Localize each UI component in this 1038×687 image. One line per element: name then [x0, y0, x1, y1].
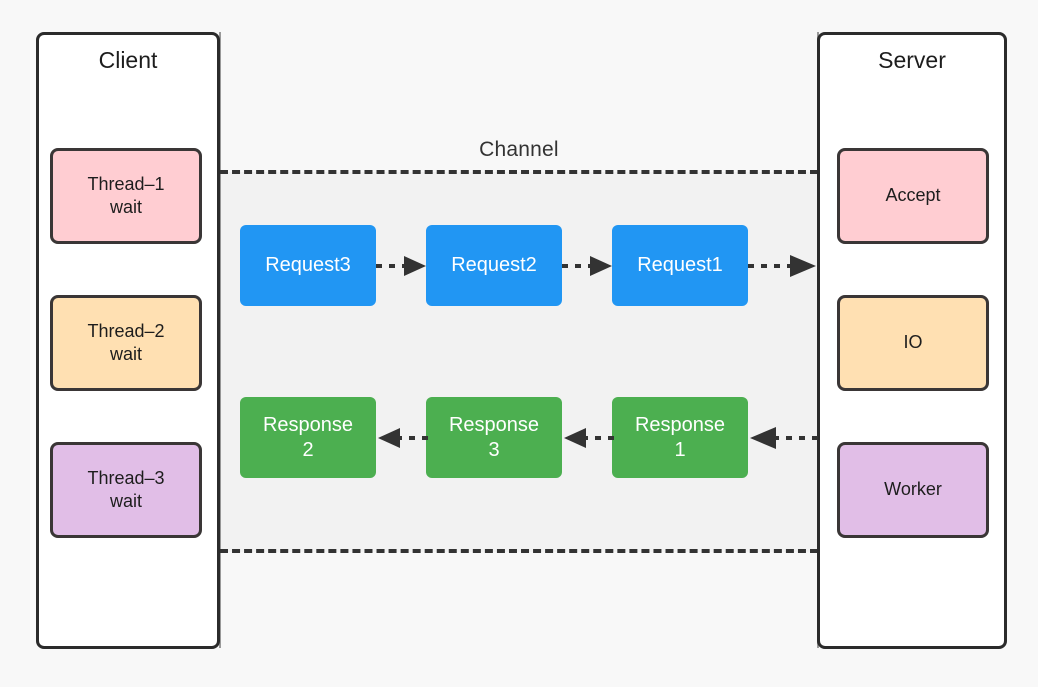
client-thread-1[interactable]: Thread–1 wait — [50, 148, 202, 244]
connector-server-to-response1 — [750, 427, 818, 449]
channel-top-dashed-line — [220, 170, 818, 174]
connector-response3-to-response2 — [378, 428, 428, 448]
channel-left-boundary — [219, 32, 221, 648]
client-thread-3[interactable]: Thread–3 wait — [50, 442, 202, 538]
connector-request3-to-request2 — [376, 256, 426, 276]
connector-response1-to-response3 — [564, 428, 614, 448]
client-thread-2[interactable]: Thread–2 wait — [50, 295, 202, 391]
server-role-worker[interactable]: Worker — [837, 442, 989, 538]
message-request1[interactable]: Request1 — [612, 225, 748, 306]
message-response1[interactable]: Response 1 — [612, 397, 748, 478]
server-role-accept[interactable]: Accept — [837, 148, 989, 244]
server-title: Server — [878, 47, 946, 73]
channel-bottom-dashed-line — [220, 549, 818, 553]
server-role-io[interactable]: IO — [837, 295, 989, 391]
client-title: Client — [98, 47, 158, 73]
message-response2[interactable]: Response 2 — [240, 397, 376, 478]
message-request3[interactable]: Request3 — [240, 225, 376, 306]
channel-label: Channel — [479, 138, 559, 161]
connector-request2-to-request1 — [562, 256, 612, 276]
connector-request1-to-server — [748, 255, 816, 277]
message-request2[interactable]: Request2 — [426, 225, 562, 306]
message-response3[interactable]: Response 3 — [426, 397, 562, 478]
